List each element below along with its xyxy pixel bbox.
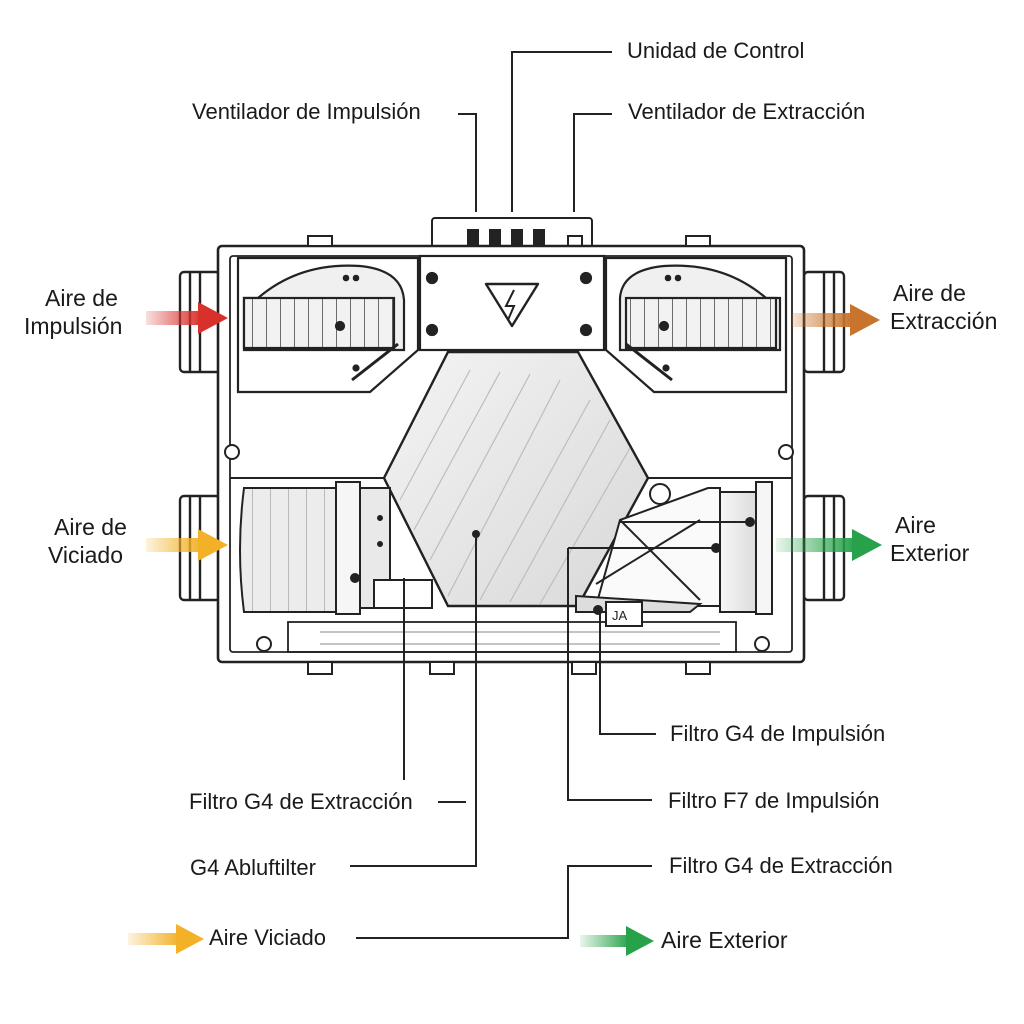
- panel-marking: JA: [612, 608, 628, 623]
- outdoor-air-arrow: [776, 529, 882, 561]
- stale-air-arrow: [146, 529, 228, 561]
- label-g4-supply-filter: Filtro G4 de Impulsión: [670, 721, 886, 746]
- label-extract-fan: Ventilador de Extracción: [628, 99, 866, 124]
- label-outdoor-air-line2: Exterior: [890, 540, 970, 566]
- control-unit-box: [431, 217, 593, 249]
- label-supply-fan: Ventilador de Impulsión: [192, 99, 421, 124]
- legend-stale-air-label: Aire Viciado: [209, 925, 326, 950]
- high-voltage-warning-icon: [484, 282, 540, 328]
- legend-stale-air-arrow: [128, 924, 204, 954]
- supply-fan: [236, 256, 420, 394]
- extract-filter-bay: [239, 481, 433, 615]
- label-g4-abluftfilter: G4 Abluftilter: [190, 855, 316, 880]
- label-f7-supply-filter: Filtro F7 de Impulsión: [668, 788, 880, 813]
- legend-outdoor-air-label: Aire Exterior: [661, 927, 788, 953]
- mounting-feet: [307, 235, 711, 675]
- label-extract-air-line1: Aire de: [893, 280, 966, 306]
- extract-air-arrow: [792, 304, 880, 336]
- legend-outdoor-air-arrow: [580, 926, 654, 956]
- label-g4-extract-filter-right: Filtro G4 de Extracción: [669, 853, 893, 878]
- label-supply-air-line2: Impulsión: [24, 313, 123, 339]
- supply-air-arrow: [146, 302, 228, 334]
- label-outdoor-air-line1: Aire: [895, 512, 936, 538]
- label-supply-air-line1: Aire de: [45, 285, 118, 311]
- label-g4-extract-filter-left: Filtro G4 de Extracción: [189, 789, 413, 814]
- label-control-unit: Unidad de Control: [627, 38, 805, 63]
- label-extract-air-line2: Extracción: [890, 308, 998, 334]
- extract-fan: [604, 256, 788, 394]
- leader-lines: [350, 51, 750, 939]
- label-stale-air-line2: Viciado: [48, 542, 124, 568]
- label-stale-air-line1: Aire de: [54, 514, 127, 540]
